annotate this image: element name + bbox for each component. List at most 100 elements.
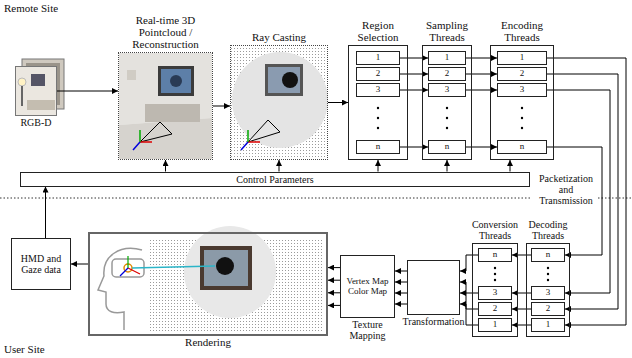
heading-wrap: Real-time 3D Pointcloud / Reconstruction — [120, 14, 212, 50]
dotted-ground — [150, 238, 322, 332]
thread-box: 2 — [478, 302, 512, 316]
scene-ground — [119, 53, 212, 159]
node-label: 1 — [445, 53, 450, 63]
raycast-scene — [231, 46, 328, 159]
node-heading: Texture Mapping — [340, 319, 396, 341]
heading-wrap: Ray Casting — [232, 31, 326, 43]
thread-box: n — [497, 140, 547, 154]
pointcloud-scene — [119, 53, 212, 159]
heading-wrap: Encoding Threads — [489, 19, 555, 43]
node-label: 3 — [546, 288, 551, 298]
axis-y — [247, 130, 249, 142]
ellipsis-dot — [547, 267, 549, 269]
flow-arrow — [547, 90, 610, 293]
flow-arrow — [510, 160, 511, 172]
flow-arrow — [378, 160, 379, 172]
node-label: n — [445, 142, 450, 152]
node-label: n — [376, 142, 381, 152]
control-bar: Control Parameters — [20, 172, 530, 187]
thread-box: n — [478, 248, 512, 262]
lamp — [21, 86, 23, 106]
node-label: 1 — [493, 320, 498, 330]
node-label: Vertex Map — [346, 277, 388, 287]
gaze-ray — [132, 266, 215, 268]
flow-arrow — [460, 282, 478, 293]
node-heading: Ray Casting — [232, 31, 326, 43]
heading-wrap: Transformation — [397, 316, 471, 327]
thread-box: 1 — [478, 318, 512, 332]
site-separator — [0, 198, 530, 199]
flow-arrow — [547, 74, 618, 309]
picture-frame — [31, 74, 45, 86]
ellipsis-dot — [446, 107, 448, 109]
lamp — [18, 78, 26, 86]
axis-x — [128, 268, 140, 274]
painting — [268, 67, 300, 93]
ellipsis-dots — [377, 107, 549, 281]
node-heading: Conversion Threads — [469, 219, 521, 241]
node-label: 2 — [520, 69, 525, 79]
flow-arrow — [395, 282, 407, 283]
node-label: Control Parameters — [236, 174, 313, 185]
slot-box: 3 — [356, 83, 400, 97]
node-heading: Rendering — [168, 336, 248, 348]
color-image — [15, 66, 57, 116]
node-heading: Real-time 3D Pointcloud / Reconstruction — [120, 14, 212, 50]
picture-frame — [200, 246, 252, 290]
stage-box: Encoding Threads123n — [490, 45, 554, 160]
stage-box: Sampling Threads123n — [422, 45, 472, 160]
thread-box: 1 — [497, 51, 547, 65]
rendering-view: Rendering — [88, 232, 328, 336]
ellipsis-dot — [377, 127, 379, 129]
axis-y — [127, 256, 128, 268]
node-label: 2 — [546, 304, 551, 314]
dotted-ground — [231, 46, 327, 159]
painting — [161, 69, 191, 93]
reconstruction-view: Real-time 3D Pointcloud / Reconstruction — [118, 52, 213, 160]
slot-box: n — [356, 140, 400, 154]
flow-arrow — [466, 147, 497, 148]
flow-arrow — [395, 271, 407, 272]
slot-box: 2 — [356, 67, 400, 81]
process-box: HMD and Gaze data — [11, 238, 71, 290]
ellipsis-dot — [494, 267, 496, 269]
gaze-sphere — [282, 72, 298, 88]
ellipsis-dot — [377, 117, 379, 119]
camera-frustum — [248, 120, 280, 142]
wall — [119, 53, 212, 125]
painting — [204, 250, 248, 286]
stage-box: Decoding Threadsn321 — [526, 243, 570, 337]
process-box: Transformation — [407, 260, 460, 315]
flow-arrow — [279, 160, 280, 172]
node-heading: Region Selection — [347, 19, 409, 43]
ellipsis-dot — [446, 127, 448, 129]
site-label: Packetization and Transmission — [533, 173, 599, 206]
thread-box: 2 — [497, 67, 547, 81]
axis-z — [133, 142, 140, 150]
node-heading: Decoding Threads — [522, 219, 574, 241]
heading-wrap: RGB-D — [11, 117, 61, 128]
flow-arrow — [328, 305, 340, 306]
flow-arrow — [328, 267, 340, 268]
flow-arrow — [460, 293, 478, 309]
axis-x — [140, 141, 152, 143]
thread-box: 1 — [531, 318, 565, 332]
heading-wrap: Sampling Threads — [419, 19, 475, 43]
head-outline — [98, 248, 142, 330]
flow-arrow — [400, 147, 428, 148]
thread-box: 3 — [428, 83, 466, 97]
stage-box: Region Selection123n — [348, 45, 408, 160]
ellipsis-dot — [521, 127, 523, 129]
heading-wrap: Rendering — [168, 336, 248, 348]
sofa — [27, 100, 55, 110]
node-label: n — [493, 250, 498, 260]
flow-arrow — [395, 304, 407, 305]
heading-wrap: Conversion Threads — [469, 219, 521, 241]
image-thumbnail: RGB-D — [15, 66, 57, 116]
ellipsis-dot — [547, 273, 549, 275]
lamp — [127, 70, 136, 80]
axis-x — [248, 141, 260, 143]
flow-arrow — [57, 91, 118, 92]
ellipsis-dot — [521, 107, 523, 109]
flow-arrow — [466, 58, 497, 59]
